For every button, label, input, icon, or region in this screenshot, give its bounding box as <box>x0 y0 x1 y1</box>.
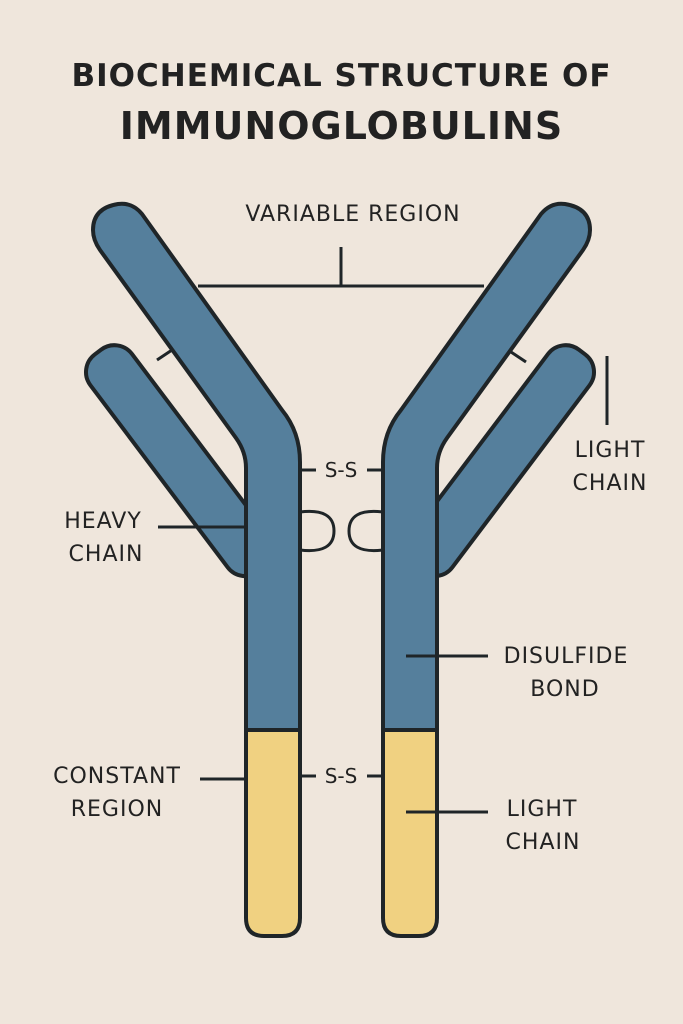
right-light-heavy-link <box>510 350 527 364</box>
left-light-heavy-link <box>156 348 173 362</box>
ss-bond-lower-label: S-S <box>325 764 358 788</box>
disulfide-bond-label-line1: DISULFIDE <box>504 644 629 669</box>
hinge-loop-left <box>299 509 336 553</box>
light-chain-upper-label-line1: LIGHT <box>575 438 646 463</box>
right-constant-region <box>381 728 439 938</box>
heavy-chain-label-line1: HEAVY <box>64 509 142 534</box>
light-chain-lower-label-line2: CHAIN <box>506 830 581 855</box>
variable-region-label: VARIABLE REGION <box>245 202 460 227</box>
left-heavy-chain <box>91 201 302 732</box>
disulfide-bond-label-line2: BOND <box>530 677 599 702</box>
heavy-chain-label-line2: CHAIN <box>69 542 144 567</box>
variable-region-bracket <box>198 247 484 288</box>
light-chain-lower-label-line1: LIGHT <box>507 797 578 822</box>
hinge-loop-right <box>347 509 384 553</box>
right-heavy-chain <box>381 201 592 732</box>
left-constant-region <box>244 728 302 938</box>
title-line-2: IMMUNOGLOBULINS <box>119 104 564 148</box>
ss-bond-upper-label: S-S <box>325 458 358 482</box>
title-line-1: BIOCHEMICAL STRUCTURE OF <box>71 58 612 94</box>
constant-region-label-line2: REGION <box>71 797 164 822</box>
constant-region-label-line1: CONSTANT <box>53 764 181 789</box>
light-chain-upper-label-line2: CHAIN <box>573 471 648 496</box>
